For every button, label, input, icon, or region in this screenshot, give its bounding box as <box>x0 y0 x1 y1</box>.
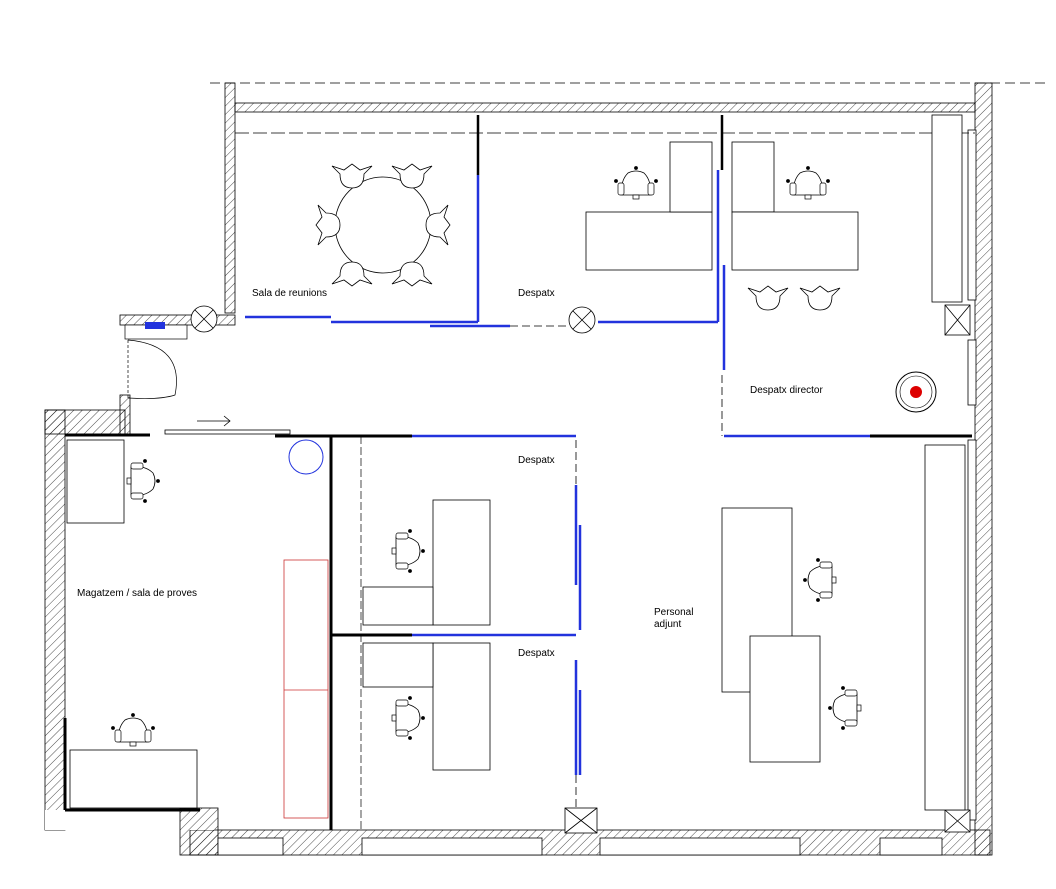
room-label-meeting: Sala de reunions <box>252 288 328 299</box>
column-marker <box>288 439 324 475</box>
room-label-office-mid: Despatx <box>518 455 555 466</box>
room-label-office-top: Despatx <box>518 288 555 299</box>
door-openings <box>510 325 723 810</box>
room-label-staff-line2: adjunt <box>654 619 682 630</box>
room-label-staff: Personal adjunt <box>654 607 693 631</box>
exterior-walls <box>44 82 993 856</box>
entrance-door <box>124 322 188 399</box>
room-label-storage: Magatzem / sala de proves <box>77 588 198 599</box>
interior-walls <box>65 115 972 830</box>
sliding-direction-arrow <box>197 415 231 427</box>
room-label-office-low: Despatx <box>518 648 555 659</box>
room-label-staff-line1: Personal <box>654 607 694 618</box>
ducts <box>190 304 971 834</box>
alarm-icon <box>895 371 937 413</box>
room-label-director: Despatx director <box>750 385 823 396</box>
furniture <box>66 114 966 819</box>
glass-partitions <box>245 170 870 775</box>
